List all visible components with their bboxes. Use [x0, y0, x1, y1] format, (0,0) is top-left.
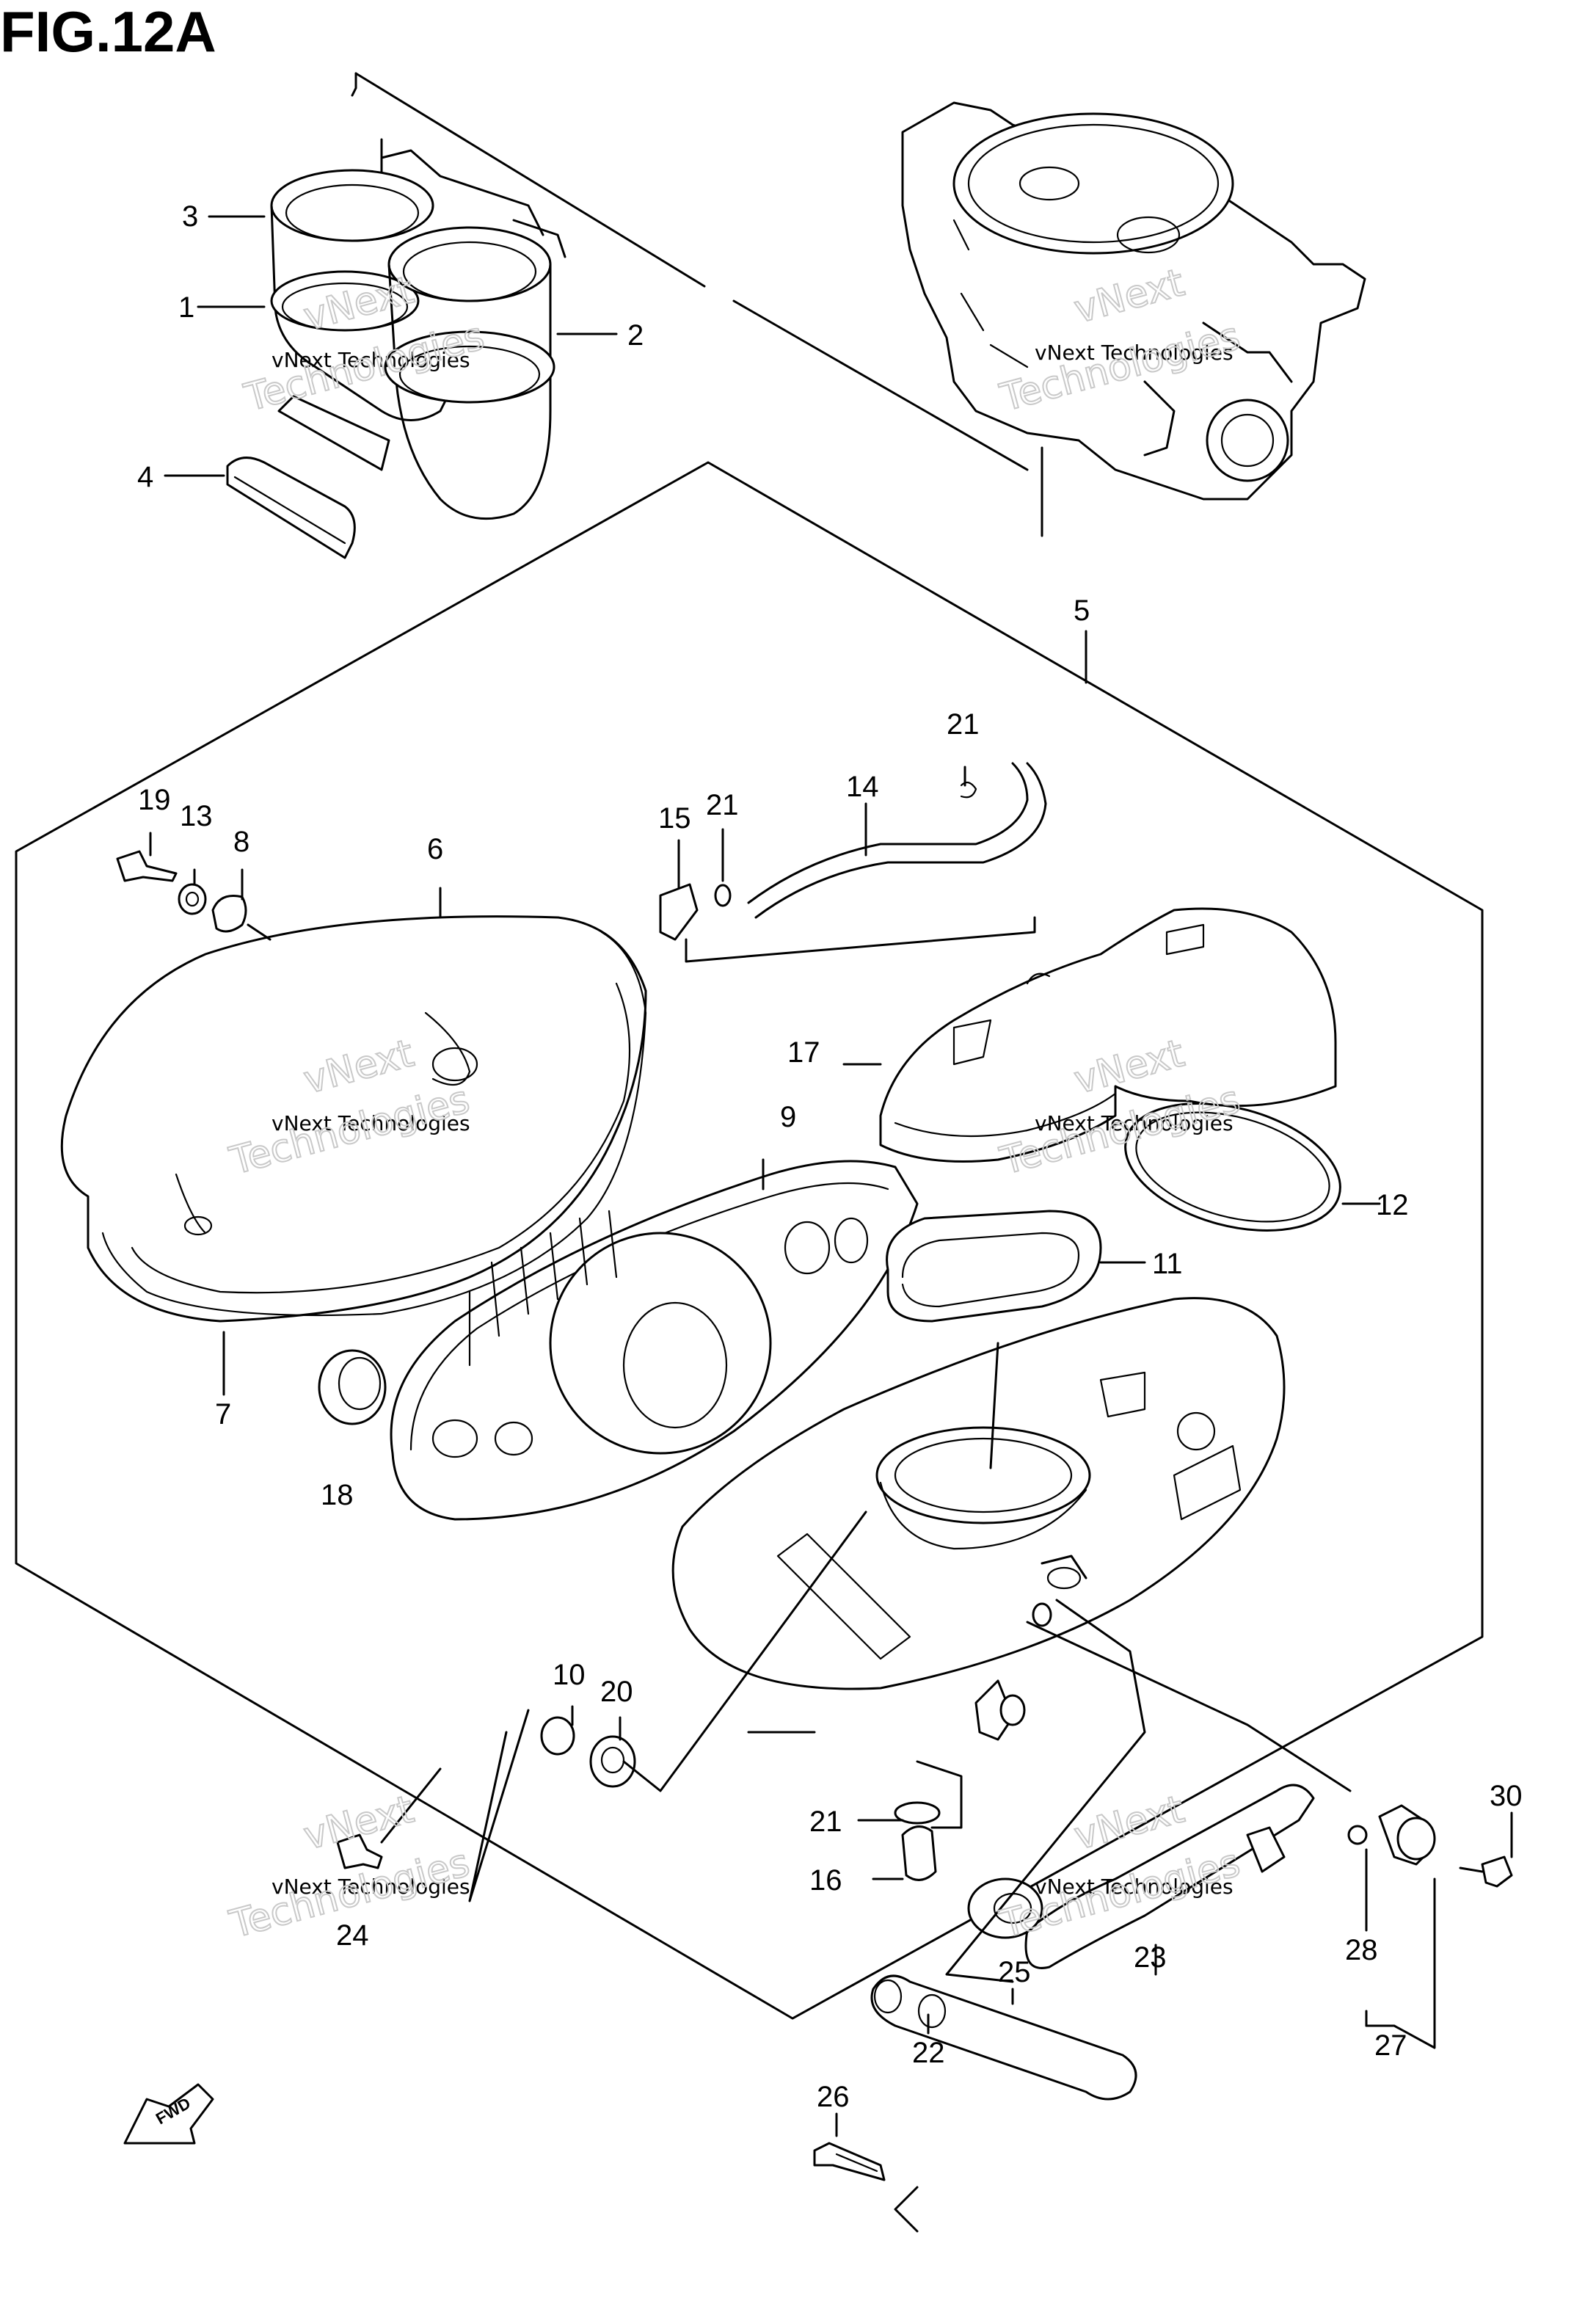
fasteners-lower	[336, 1602, 1052, 1881]
assembly-frame	[15, 461, 1484, 2020]
watermark-text: vNext Technologies	[1035, 1111, 1234, 1135]
callout-7: 7	[215, 1398, 231, 1431]
callout-14: 14	[846, 771, 879, 803]
callout-5: 5	[1074, 595, 1090, 627]
sensor-assembly	[1347, 1804, 1513, 1888]
callout-23: 22	[912, 2037, 945, 2069]
callout-4: 4	[137, 461, 153, 493]
callout-20: 20	[600, 1676, 633, 1708]
watermark-text: vNext Technologies	[272, 1111, 470, 1135]
air-cleaner-case	[671, 1297, 1286, 1690]
callout-9: 9	[780, 1101, 796, 1133]
carburetor-drawing	[901, 101, 1366, 501]
intake-boot-assembly	[226, 149, 566, 559]
callout-25: 24	[336, 1919, 369, 1952]
watermark-text: vNext Technologies	[1035, 1875, 1234, 1899]
callout-27: 26	[817, 2081, 850, 2113]
callout-15: 15	[658, 802, 691, 835]
intake-duct	[879, 907, 1337, 1163]
callout-21: 21	[706, 789, 739, 821]
mounting-brackets	[813, 1784, 1315, 2233]
callout-8: 8	[233, 826, 249, 858]
callout-labels: 3 1 2 4 5 21 14 21 15 19 13 8 6 17 9 12 …	[137, 200, 1523, 2113]
watermark-text: vNext Technologies	[272, 1875, 470, 1899]
callout-28: 27	[1374, 2029, 1407, 2062]
watermark-text: vNext Technologies	[272, 348, 470, 372]
callout-26: 25	[998, 1956, 1031, 1988]
figure-title: FIG.12A	[0, 0, 216, 64]
seal-rings	[886, 1102, 1341, 1323]
callout-3: 3	[182, 200, 198, 233]
breather-hose	[659, 762, 1047, 963]
callout-18: 18	[321, 1479, 354, 1511]
callout-13: 13	[180, 800, 213, 832]
callout-10: 10	[553, 1659, 586, 1691]
callout-19: 19	[138, 784, 171, 816]
callout-2: 2	[627, 319, 644, 352]
fwd-arrow-icon: FWD	[123, 2083, 214, 2145]
callout-16: 16	[809, 1864, 842, 1897]
air-filter-element	[318, 1160, 919, 1521]
callout-24: 23	[1134, 1941, 1167, 1974]
callout-22: 21	[947, 708, 980, 741]
leader-lines	[149, 215, 1513, 2137]
callout-21b: 21	[809, 1806, 842, 1838]
fasteners-upper	[116, 850, 272, 941]
callout-11: 11	[1152, 1248, 1183, 1280]
callout-12: 12	[1376, 1189, 1409, 1221]
callout-30: 30	[1490, 1780, 1523, 1812]
watermark-text: vNext Technologies	[1035, 341, 1234, 365]
callout-6: 6	[427, 833, 443, 865]
callout-29: 28	[1345, 1934, 1378, 1966]
callout-1: 1	[178, 291, 194, 324]
air-cleaner-cover	[60, 915, 647, 1323]
callout-17: 17	[787, 1036, 820, 1069]
